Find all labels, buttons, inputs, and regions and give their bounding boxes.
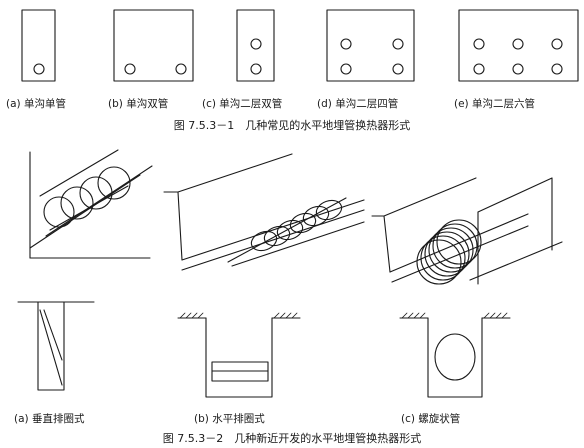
spiral-loop: [416, 239, 462, 285]
trench-section: [427, 317, 483, 398]
trench-outline: [21, 9, 56, 82]
trench-far-wall: [477, 177, 553, 251]
pipe-circle: [392, 63, 404, 75]
trench-double-pipe: [113, 9, 194, 82]
coil-loop: [263, 225, 291, 247]
trench-section: [37, 301, 65, 391]
coil-loop: [276, 219, 304, 241]
trench-outline: [236, 9, 275, 82]
trench-profile: [371, 215, 391, 273]
tube-edge-line: [39, 149, 119, 197]
caption-vertical-coil: (a) 垂直排圈式: [14, 412, 85, 425]
trench-edge-line: [177, 153, 293, 193]
trench-far-line: [469, 241, 563, 281]
spiral-loop: [436, 219, 482, 265]
caption-spiral-pipe: (c) 螺旋状管: [401, 412, 460, 425]
pipe-circle: [512, 38, 524, 50]
trench-single-pipe: [21, 9, 56, 82]
pipe-circle: [340, 63, 352, 75]
coil-rail-line: [227, 197, 347, 263]
pipe-circle: [33, 63, 45, 75]
caption-horizontal-coil: (b) 水平排圈式: [194, 412, 265, 425]
pipe-circle: [473, 38, 485, 50]
caption-two-layer-double-pipe: (c) 单沟二层双管: [202, 97, 282, 110]
soil-hatching: [401, 312, 508, 319]
caption-double-pipe: (b) 单沟双管: [108, 97, 168, 110]
coil-loop: [315, 199, 343, 221]
pipe-circle: [551, 63, 563, 75]
trench-outline: [113, 9, 194, 82]
spiral-section-circle: [434, 333, 476, 381]
coil-loop: [289, 212, 317, 234]
trench-profile: [163, 191, 183, 261]
vertical-coil-perspective: [29, 149, 153, 259]
pipe-circle: [250, 38, 262, 50]
trench-section: [205, 317, 273, 398]
figure-1-title: 图 7.5.3－1 几种常见的水平地埋管换热器形式: [174, 118, 410, 132]
coil-loop: [79, 176, 113, 210]
tube-edge-line: [49, 185, 129, 231]
trench-outline: [326, 9, 415, 82]
horizontal-coil-perspective: [163, 153, 365, 271]
trench-two-layer-six-pipe: [458, 9, 579, 82]
figure-1: (a) 单沟单管 (b) 单沟双管 (c) 单沟二层双管 (d) 单沟二层四管 …: [6, 9, 579, 132]
spiral-loop: [420, 235, 466, 281]
caption-single-pipe: (a) 单沟单管: [6, 97, 66, 110]
coil-loop: [302, 205, 330, 227]
trench-two-layer-four-pipe: [326, 9, 415, 82]
coil-section-line: [39, 309, 63, 386]
spiral-pipe-section: [399, 312, 511, 398]
trench-edge-line: [383, 177, 477, 217]
soil-hatching: [179, 312, 298, 319]
trench-far-line: [231, 221, 365, 267]
pipe-circle: [250, 63, 262, 75]
trench-outline: [458, 9, 579, 82]
spiral-loop: [432, 223, 478, 269]
vertical-coil-section: [17, 301, 95, 391]
spiral-pipe-perspective: [371, 177, 563, 285]
pipe-circle: [124, 63, 136, 75]
trench-two-layer-double-pipe: [236, 9, 275, 82]
pipe-circle: [340, 38, 352, 50]
spiral-loop: [428, 227, 474, 273]
coil-loop: [97, 166, 131, 200]
pipe-circle: [473, 63, 485, 75]
caption-two-layer-six-pipe: (e) 单沟二层六管: [454, 97, 535, 110]
trench-floor-line: [181, 199, 365, 261]
coil-section-line: [43, 309, 63, 361]
diagonal-line: [45, 165, 153, 237]
pipe-circle: [551, 38, 563, 50]
coil-loop: [250, 230, 278, 252]
diagonal-line: [29, 174, 141, 249]
coil-loop: [43, 196, 75, 228]
caption-two-layer-four-pipe: (d) 单沟二层四管: [317, 97, 398, 110]
figure-2: (a) 垂直排圈式 (b) 水平排圈式 (c) 螺旋状管 图 7.5.3－2 几…: [14, 149, 563, 445]
pipe-circle: [512, 63, 524, 75]
spiral-loop: [424, 231, 470, 277]
figure-2-title: 图 7.5.3－2 几种新近开发的水平地埋管换热器形式: [163, 431, 421, 445]
pipe-circle: [392, 38, 404, 50]
horizontal-coil-section: [177, 312, 301, 398]
trench-bottom-line: [181, 209, 365, 271]
coil-loop: [60, 186, 94, 220]
pipe-circle: [175, 63, 187, 75]
